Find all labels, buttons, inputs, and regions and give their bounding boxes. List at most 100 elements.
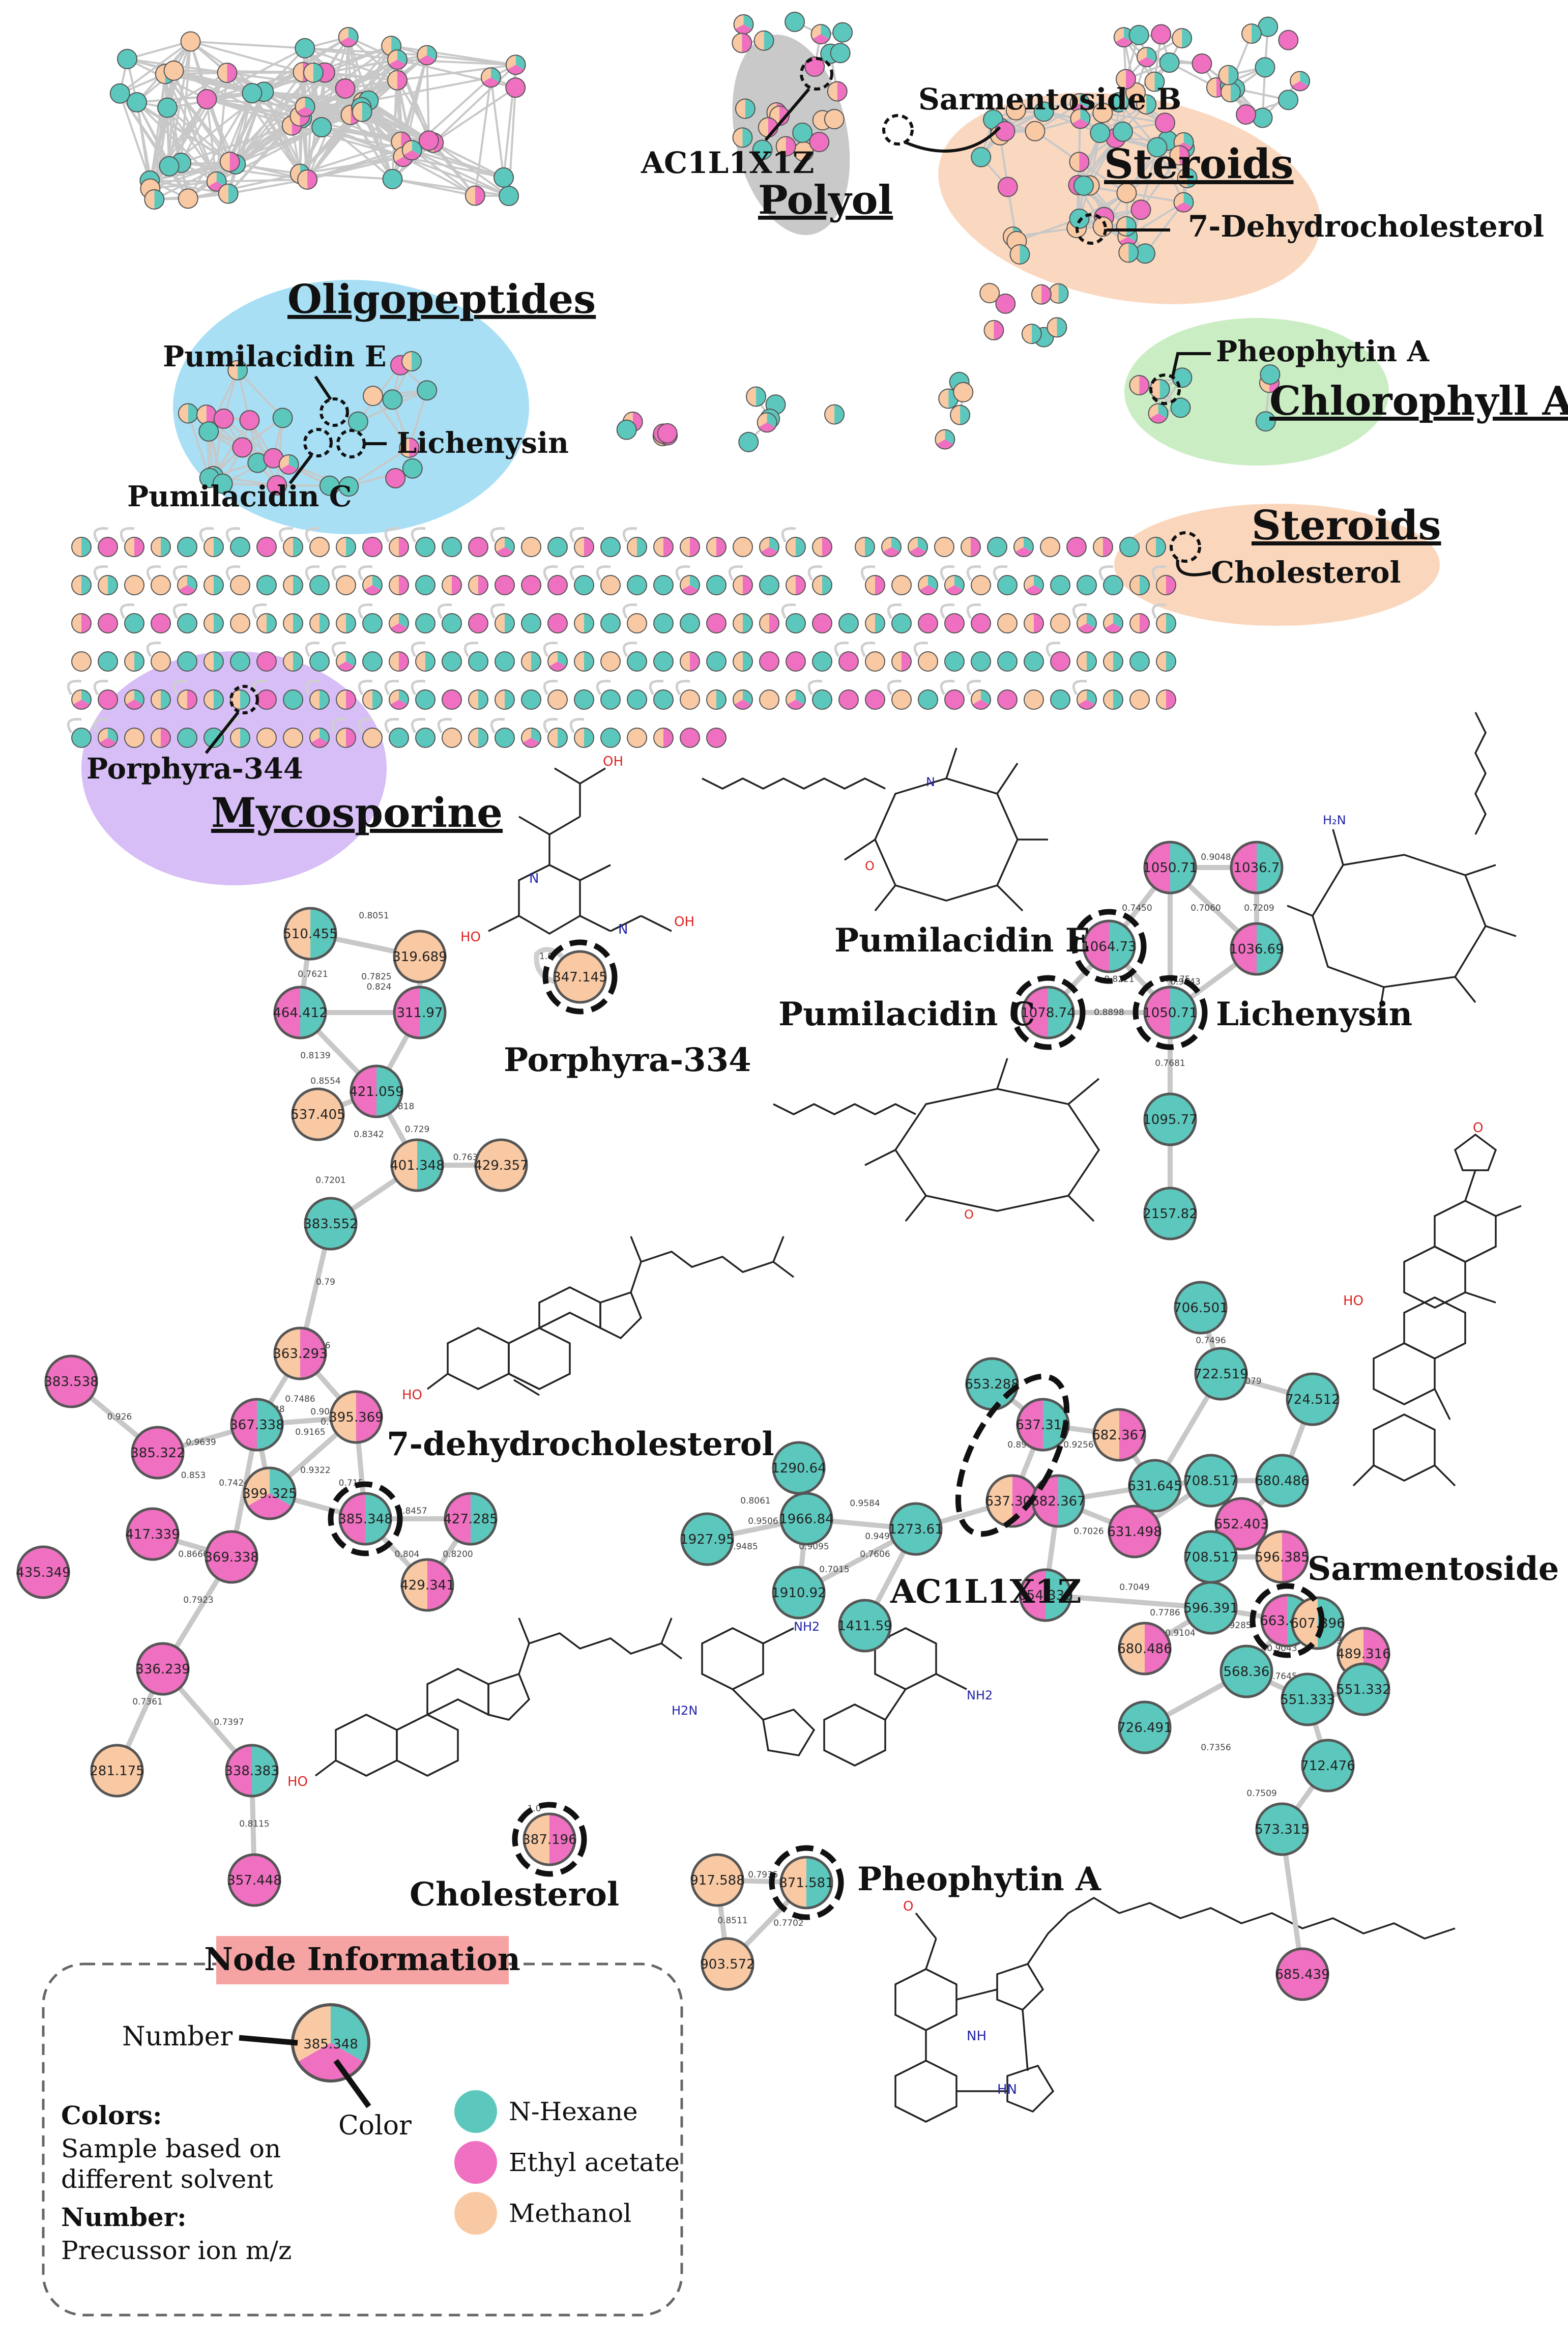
overview-node: [127, 92, 148, 113]
overview-node: [198, 421, 219, 442]
overview-node: [830, 43, 851, 64]
legend-sample-value: 385.348: [303, 2037, 358, 2052]
overview-node: [997, 177, 1018, 197]
overview-node: [827, 81, 848, 102]
overview-node: [1128, 24, 1149, 45]
svg-text:H2N: H2N: [672, 1703, 698, 1718]
overview-node: [838, 651, 859, 672]
node-mz-label: 369.338: [204, 1550, 259, 1565]
edge-similarity-label: 0.729: [405, 1124, 430, 1135]
overview-node: [1077, 689, 1097, 710]
overview-node: [1146, 537, 1166, 557]
overview-node: [151, 537, 171, 557]
overview-node: [547, 537, 568, 557]
overview-node: [918, 575, 938, 595]
overview-callout-labels: Sarmentoside B AC1L1X1Z 7-Dehydrocholest…: [86, 82, 1544, 786]
overview-node: [627, 613, 647, 633]
node-mz-label: 871.581: [779, 1875, 834, 1891]
overview-node: [417, 45, 438, 66]
legend-colors-desc-2: different solvent: [61, 2164, 273, 2194]
node-mz-label: 573.315: [1255, 1822, 1310, 1837]
overview-node: [117, 48, 138, 69]
node-mz-label: 429.341: [400, 1578, 455, 1593]
node-mz-label: 917.588: [690, 1873, 745, 1888]
network-node: [1184, 1581, 1238, 1635]
ac1l-pointer: [764, 88, 810, 141]
pumi-c-marker: [303, 428, 333, 457]
overview-node: [177, 651, 197, 672]
overview-node: [521, 728, 541, 748]
overview-node: [891, 651, 912, 672]
overview-node: [1033, 101, 1054, 122]
steroids-mid-region: [1114, 504, 1440, 626]
overview-node: [1129, 575, 1150, 595]
node-mz-label: 708.517: [1183, 1550, 1238, 1565]
overview-node: [547, 651, 568, 672]
overview-node: [950, 405, 971, 425]
overview-node: [283, 728, 303, 748]
overview-node: [627, 575, 647, 595]
legend-sample-pie: [291, 2003, 370, 2083]
edge-similarity-label: 0.7049: [1119, 1582, 1149, 1593]
overview-node: [1147, 137, 1168, 158]
node-mz-label: 652.403: [1214, 1517, 1269, 1532]
legend-title-bg: [216, 1936, 509, 1984]
overview-node: [600, 728, 621, 748]
pumi-c-pointer: [288, 454, 313, 484]
overview-node: [442, 651, 462, 672]
overview-node: [918, 689, 938, 710]
overview-node: [177, 728, 197, 748]
overview-node: [98, 728, 118, 748]
overview-node: [362, 537, 383, 557]
sarmentoside-arrow: [905, 126, 1001, 153]
overview-node: [1154, 112, 1175, 133]
overview-node: [98, 575, 118, 595]
overview-node: [362, 728, 383, 748]
overview-node: [230, 728, 250, 748]
overview-network: [67, 12, 1311, 748]
overview-node: [362, 651, 383, 672]
overview-node: [838, 689, 859, 710]
network-node: [291, 1087, 345, 1141]
overview-node: [706, 651, 727, 672]
overview-node: [442, 613, 462, 633]
overview-node: [415, 613, 435, 633]
node-mz-label: 1050.71: [1143, 1005, 1198, 1021]
overview-node: [812, 689, 832, 710]
ring-pheophytin: [769, 1845, 844, 1920]
overview-node: [653, 689, 674, 710]
overview-node: [212, 473, 233, 494]
network-node: [1275, 1947, 1329, 2001]
overview-node: [809, 132, 830, 153]
overview-node: [362, 575, 383, 595]
label-pumilacidin-e: Pumilacidin E: [834, 921, 1090, 960]
overview-node: [1025, 121, 1046, 141]
overview-node: [157, 97, 178, 118]
node-mz-label: 435.349: [16, 1565, 71, 1580]
edge-similarity-label: 0.7702: [773, 1918, 803, 1928]
overview-node: [1252, 107, 1273, 128]
network-node: [273, 986, 327, 1039]
overview-node: [468, 537, 488, 557]
network-node: [350, 1064, 403, 1118]
edge-similarity-label: 0.8115: [239, 1819, 269, 1829]
callout-sarmentoside: Sarmentoside B: [918, 82, 1181, 117]
overview-node: [303, 62, 324, 83]
overview-node: [1024, 613, 1044, 633]
network-node: [230, 1398, 284, 1452]
overview-node: [680, 689, 700, 710]
group-steroids-mid: Steroids: [1252, 501, 1441, 549]
edge-similarity-label: 0.9165: [295, 1427, 325, 1437]
overview-node: [997, 689, 1018, 710]
overview-cluster-polyol: [732, 12, 853, 162]
overview-node: [759, 689, 779, 710]
overview-node: [124, 728, 144, 748]
overview-node: [309, 651, 330, 672]
overview-node: [547, 689, 568, 710]
overview-node: [759, 537, 779, 557]
overview-node: [961, 537, 981, 557]
overview-node: [230, 575, 250, 595]
overview-node: [891, 575, 912, 595]
label-porphyra-334: Porphyra-334: [504, 1041, 751, 1079]
node-mz-label: 385.348: [338, 1512, 393, 1527]
